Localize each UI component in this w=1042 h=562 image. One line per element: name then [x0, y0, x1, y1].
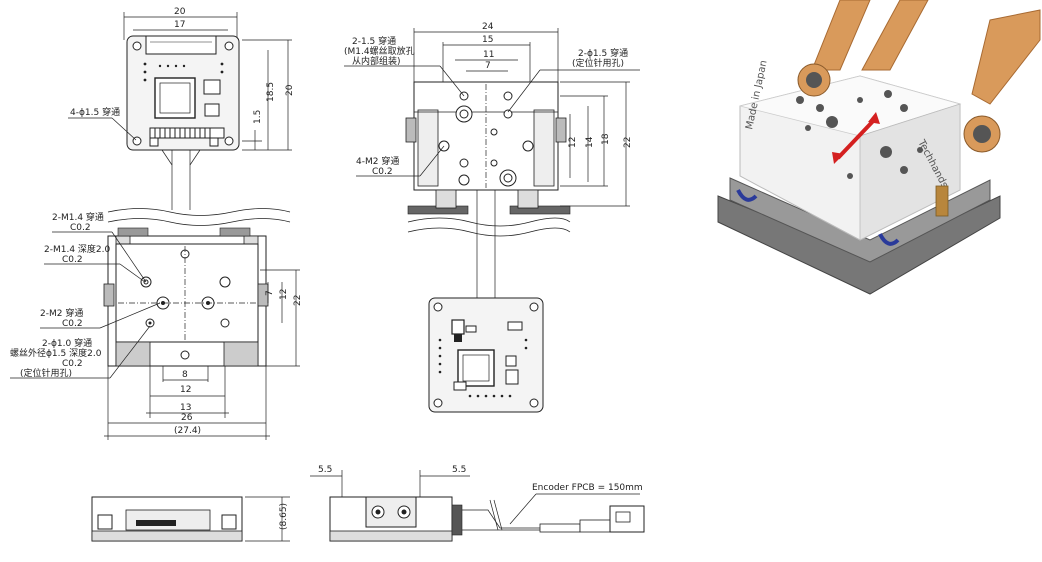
product-photo: Made in Japan Techhands — [694, 0, 1042, 322]
label-pin-line3: C0.2 — [62, 359, 83, 369]
label-m14-through: 2-M1.4 穿通 — [52, 211, 104, 223]
mid-left-view: 2-M1.4 穿通 C0.2 2-M1.4 深度2.0 C0.2 2-M2 穿通… — [10, 208, 303, 440]
dim-15: 15 — [482, 35, 493, 45]
stage-slide — [115, 243, 259, 343]
label-m14-line1: 2-1.5 穿通 — [352, 35, 396, 47]
dim-v-12: 12 — [568, 137, 578, 148]
label-pin1-line2: (定位针用孔) — [572, 57, 624, 69]
dim-8: 8 — [182, 370, 188, 380]
dim-v-7: 7 — [265, 290, 275, 296]
top-mid-view: 24 15 11 7 — [344, 22, 640, 300]
top-connector — [145, 35, 217, 55]
label-m14-line2: (M1.4螺丝取放孔 — [344, 45, 415, 57]
label-m2-through-c: C0.2 — [62, 319, 83, 329]
motion-arrow — [836, 116, 878, 160]
label-pin-line4: (定位针用孔) — [20, 367, 72, 379]
component-right — [203, 79, 221, 95]
dim-width-20: 20 — [174, 7, 186, 17]
label-encoder: Encoder FPCB = 150mm — [532, 483, 643, 493]
side-view: 5.5 5.5 Encoder FPCB = 150mm — [310, 465, 645, 542]
label-m14-through-c: C0.2 — [70, 223, 91, 233]
label-m2-line1: 4-M2 穿通 — [356, 155, 399, 167]
label-pin-line2: 螺丝外径ϕ1.5 深度2.0 — [10, 347, 102, 359]
dim-11: 11 — [483, 50, 494, 60]
encoder-pcb-bottom — [428, 297, 544, 413]
label-4-hole: 4-ϕ1.5 穿通 — [70, 106, 120, 118]
dim-offset-1-5: 1.5 — [253, 110, 263, 124]
corner-hole-br — [224, 136, 234, 146]
label-pin1-line1: 2-ϕ1.5 穿通 — [578, 47, 628, 59]
dim-v-22: 22 — [293, 295, 303, 306]
label-m14-depth-c: C0.2 — [62, 255, 83, 265]
dim-v-22: 22 — [623, 137, 633, 148]
pcb-pad-rows — [143, 62, 224, 82]
label-m2-through: 2-M2 穿通 — [40, 307, 83, 319]
label-m14-depth: 2-M1.4 深度2.0 — [44, 243, 110, 255]
dim-27-4: (27.4) — [174, 426, 201, 436]
fpcb-strip-left — [811, 0, 871, 71]
front-view: (8.65) — [91, 496, 290, 542]
dim-height-20: 20 — [285, 84, 295, 96]
dim-left-5-5: 5.5 — [318, 465, 332, 475]
top-left-view: 20 17 — [68, 7, 295, 210]
label-pin-line1: 2-ϕ1.0 穿通 — [42, 337, 92, 349]
dim-v-12: 12 — [279, 289, 289, 300]
dim-height-18-5: 18.5 — [266, 82, 276, 102]
dim-v-18: 18 — [601, 133, 611, 145]
dim-13: 13 — [180, 403, 191, 413]
dim-width-17: 17 — [174, 20, 185, 30]
dim-7: 7 — [485, 61, 491, 71]
label-m2-line2: C0.2 — [372, 167, 393, 177]
corner-hole-tl — [132, 41, 142, 51]
dim-24: 24 — [482, 22, 494, 32]
label-m14-line3: 从内部组装) — [352, 55, 401, 67]
dim-v-14: 14 — [585, 136, 595, 148]
bottom-connector — [149, 127, 225, 139]
dim-height-8-65: (8.65) — [279, 503, 289, 530]
dim-12: 12 — [180, 385, 191, 395]
dim-right-5-5: 5.5 — [452, 465, 466, 475]
top-pins — [117, 227, 251, 237]
dim-26: 26 — [181, 413, 193, 423]
corner-hole-tr — [224, 41, 234, 51]
